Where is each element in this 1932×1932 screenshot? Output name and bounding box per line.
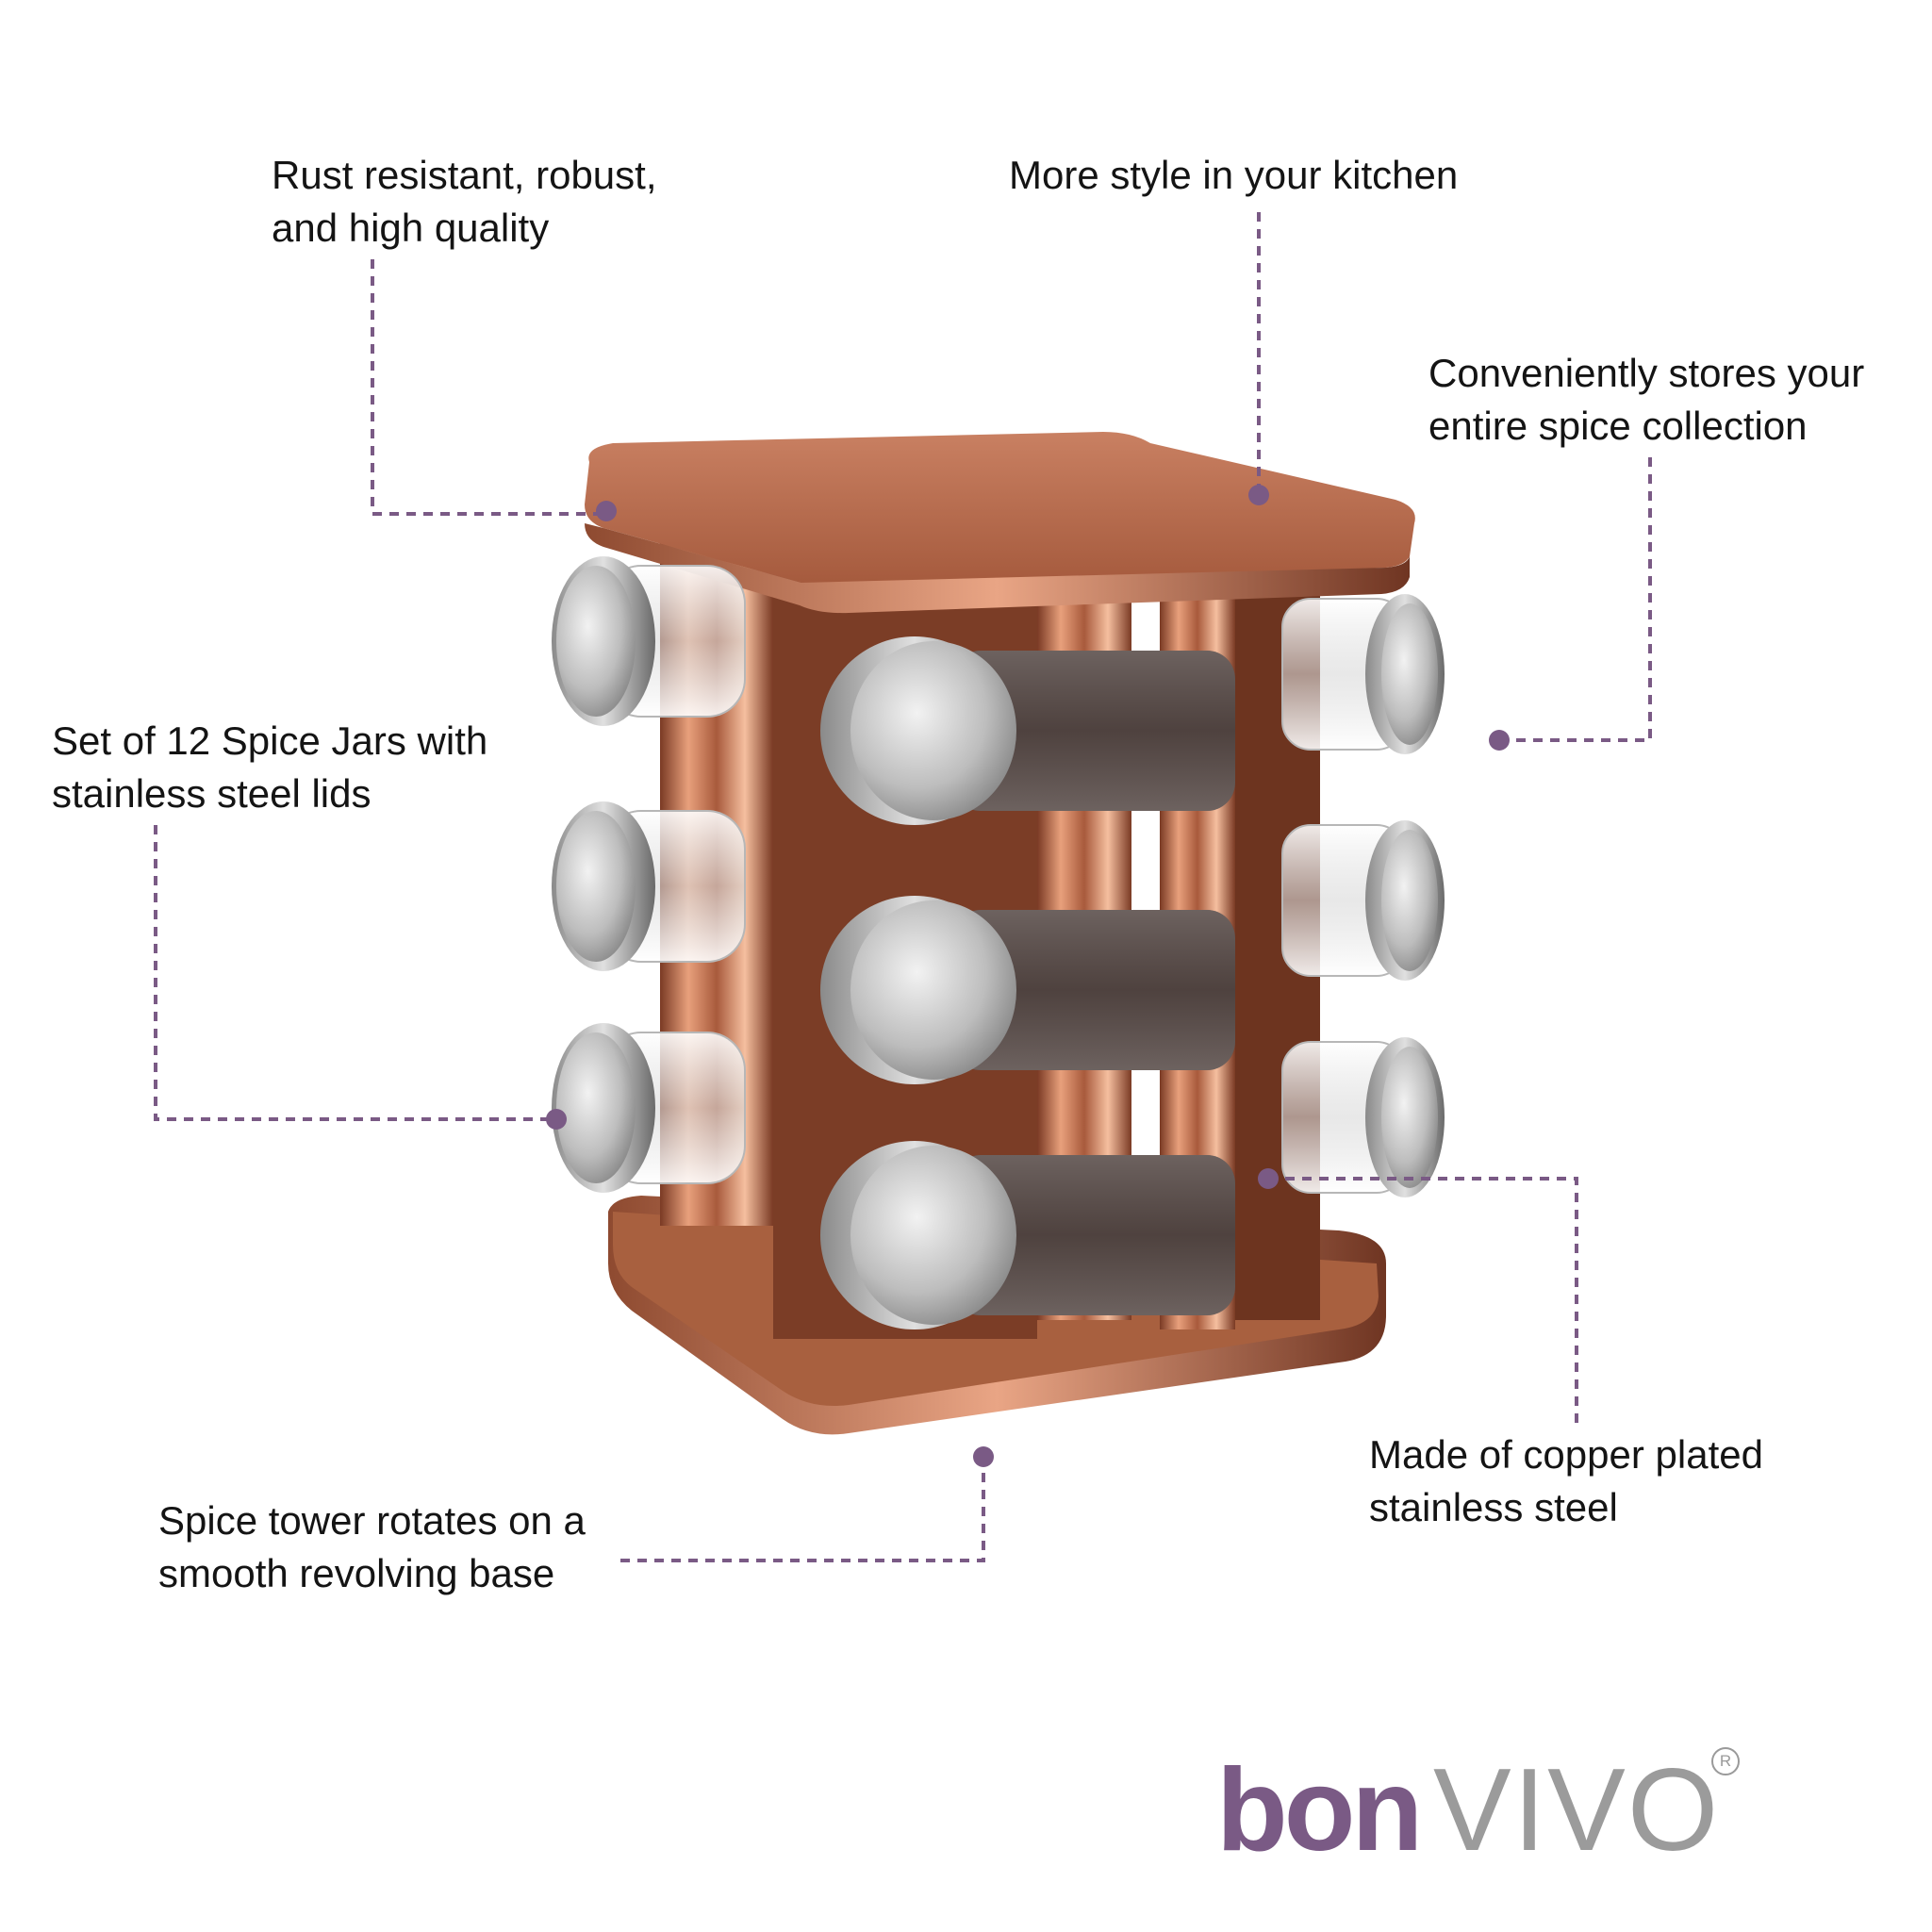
style-dot (1248, 485, 1269, 505)
callout-rust-line1: Rust resistant, robust, (272, 153, 657, 197)
callout-jars-line2: stainless steel lids (52, 771, 372, 816)
callout-stores-line2: entire spice collection (1428, 404, 1808, 448)
callout-copper: Made of copper plated stainless steel (1369, 1428, 1763, 1534)
callout-rotate: Spice tower rotates on a smooth revolvin… (158, 1494, 586, 1600)
callout-style: More style in your kitchen (1009, 149, 1458, 202)
brand-logo: bon VIVO R (1216, 1740, 1744, 1881)
callout-lines (154, 212, 1652, 1562)
top-plate (585, 432, 1415, 614)
callout-jars-line1: Set of 12 Spice Jars with (52, 718, 488, 763)
callout-jars: Set of 12 Spice Jars with stainless stee… (52, 715, 487, 820)
callout-stores-line1: Conveniently stores your (1428, 351, 1865, 395)
logo-bon: bon (1216, 1745, 1423, 1875)
callout-rotate-line1: Spice tower rotates on a (158, 1498, 586, 1543)
rotate-leader (620, 1457, 985, 1562)
jars-left (552, 556, 746, 1193)
jars-dot (546, 1109, 567, 1130)
jars-leader (154, 825, 556, 1121)
copper-leader (1268, 1177, 1578, 1424)
rust-leader (371, 259, 603, 516)
callout-copper-line2: stainless steel (1369, 1485, 1618, 1529)
logo-vivo: VIVO (1433, 1745, 1721, 1875)
jars-right (1281, 594, 1445, 1197)
callout-rust-line2: and high quality (272, 206, 550, 250)
callout-rust: Rust resistant, robust, and high quality (272, 149, 657, 255)
callout-copper-line1: Made of copper plated (1369, 1432, 1763, 1477)
stores-leader (1499, 457, 1652, 742)
copper-dot (1258, 1168, 1279, 1189)
rust-dot (596, 501, 617, 521)
callout-style-line1: More style in your kitchen (1009, 153, 1459, 197)
stores-dot (1489, 730, 1510, 751)
callout-rotate-line2: smooth revolving base (158, 1551, 555, 1595)
callout-dots (546, 485, 1510, 1467)
rotate-dot (973, 1446, 994, 1467)
registered-mark: R (1711, 1747, 1740, 1775)
callout-stores: Conveniently stores your entire spice co… (1428, 347, 1864, 453)
jars-front (820, 636, 1235, 1329)
